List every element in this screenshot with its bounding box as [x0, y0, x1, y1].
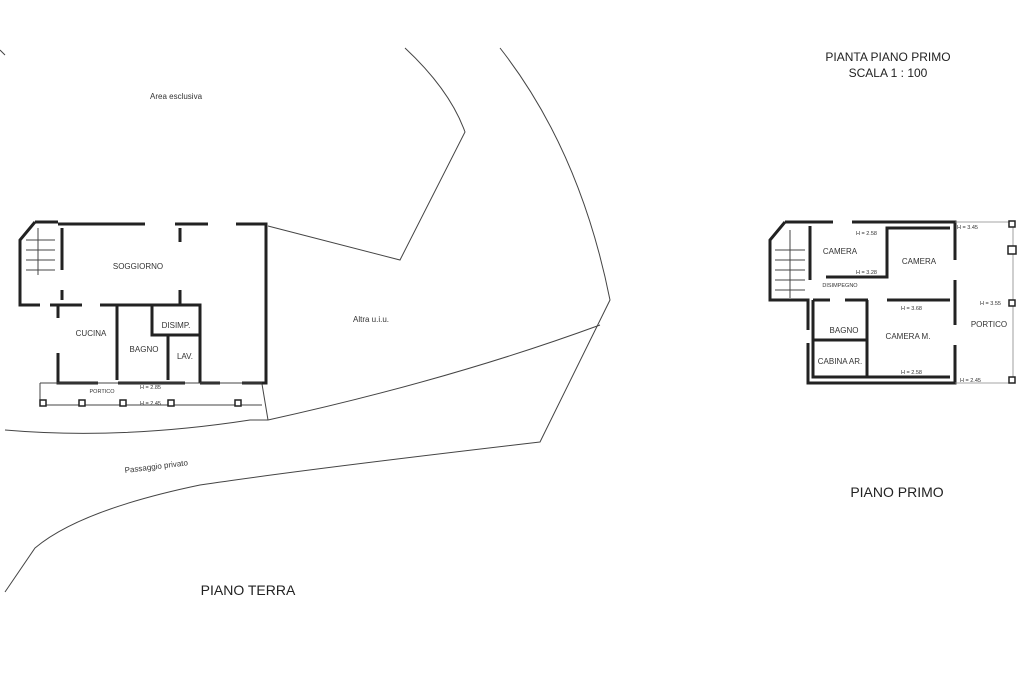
height-label: H = 2.45: [140, 401, 161, 407]
room-soggiorno: SOGGIORNO: [113, 262, 163, 271]
room-cabina-armadio: CABINA AR.: [818, 357, 862, 366]
room-camera-2: CAMERA: [902, 257, 937, 266]
portico-label: PORTICO: [90, 389, 116, 395]
height-label: H = 2.58: [856, 231, 877, 237]
plan-scale: SCALA 1 : 100: [849, 66, 928, 80]
room-disimp: DISIMP.: [162, 321, 191, 330]
plan-title: PIANTA PIANO PRIMO: [825, 50, 950, 64]
passaggio-privato-label: Passaggio privato: [124, 458, 189, 475]
ground-floor-plan: [18, 220, 268, 407]
piano-primo-title: PIANO PRIMO: [850, 484, 943, 500]
room-disimpegno: DISIMPEGNO: [822, 283, 858, 289]
height-label: H = 2.45: [960, 378, 981, 384]
room-lav: LAV.: [177, 352, 193, 361]
room-camera-1: CAMERA: [823, 247, 858, 256]
height-label: H = 3.28: [856, 270, 877, 276]
room-camera-matrimoniale: CAMERA M.: [886, 332, 931, 341]
room-portico: PORTICO: [971, 320, 1007, 329]
room-cucina: CUCINA: [76, 329, 107, 338]
height-label: H = 3.45: [957, 225, 978, 231]
height-label: H = 3.68: [901, 306, 922, 312]
altra-uiu-label: Altra u.i.u.: [353, 315, 389, 324]
first-floor-plan: [768, 220, 1017, 385]
area-esclusiva-label: Area esclusiva: [150, 92, 203, 101]
room-bagno: BAGNO: [130, 345, 159, 354]
height-label: H = 3.55: [980, 301, 1001, 307]
height-label: H = 2.58: [901, 370, 922, 376]
height-label: H = 2.85: [140, 385, 161, 391]
piano-terra-title: PIANO TERRA: [201, 582, 296, 598]
room-bagno: BAGNO: [830, 326, 859, 335]
site-boundaries: [0, 47, 611, 593]
